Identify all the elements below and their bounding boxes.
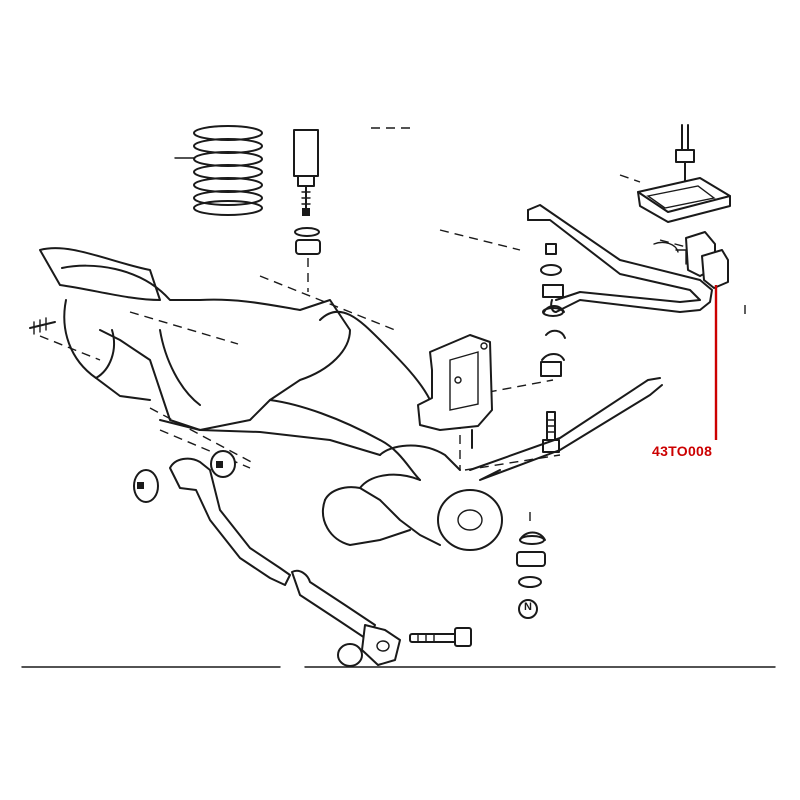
axle-housing [29, 247, 503, 551]
nut-marker-circle [518, 599, 538, 619]
arm-bushings [133, 450, 363, 667]
stabilizer-bracket [417, 334, 493, 449]
shock-absorber [293, 127, 410, 216]
shock-bushing-stack [294, 227, 321, 292]
part-number-label: 43TO008 [652, 443, 713, 459]
link-hardware-stack [540, 243, 566, 377]
nut-marker-label: N [524, 601, 532, 613]
arm-bolt [409, 627, 472, 647]
stabilizer-bar-bracket [637, 124, 731, 289]
coil-spring [174, 125, 263, 216]
stabilizer-bar [469, 204, 713, 481]
stabilizer-link-bolt [542, 411, 560, 453]
lower-control-arm [169, 457, 401, 666]
lower-bushing-stack [516, 531, 546, 588]
